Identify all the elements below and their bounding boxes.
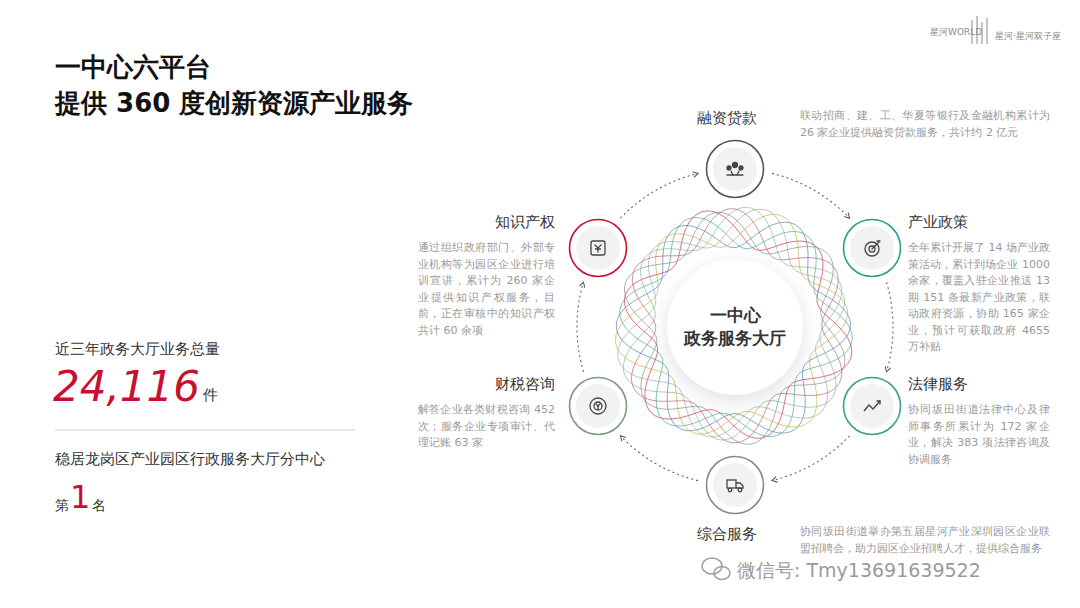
wave-ring bbox=[615, 214, 847, 434]
wave-rings bbox=[615, 207, 852, 444]
service-circle: 综合服务协同坂田街道举办第五届星河产业深圳园区企业联盟招聘会，助力园区企业招聘人… bbox=[705, 455, 765, 515]
service-description: 通过组织政府部门、外部专业机构等为园区企业进行培训宣讲，累计为 260 家企业提… bbox=[418, 240, 555, 339]
wave-ring bbox=[620, 217, 852, 436]
cycle-arrow bbox=[772, 173, 850, 218]
divider-line bbox=[55, 430, 355, 431]
service-icon bbox=[865, 241, 880, 256]
rank-suffix: 名 bbox=[92, 497, 106, 515]
circle-outline bbox=[568, 376, 628, 436]
wave-ring bbox=[616, 222, 850, 433]
center-text: 政务服务大厅 bbox=[684, 327, 786, 350]
service-icon bbox=[727, 163, 743, 176]
stat-caption: 近三年政务大厅业务总量 bbox=[55, 340, 220, 359]
service-description: 解答企业各类财税咨询 452 次；服务企业专项审计、代理记账 63 家 bbox=[418, 402, 555, 452]
watermark: 微信号: Tmy13691639522 bbox=[737, 558, 981, 584]
service-heading: 财税咨询 bbox=[455, 374, 555, 394]
service-heading: 知识产权 bbox=[455, 212, 555, 232]
service-heading: 综合服务 bbox=[697, 524, 757, 544]
cycle-arrow bbox=[577, 282, 583, 372]
circle-outline bbox=[705, 455, 765, 515]
service-circle: 财税咨询解答企业各类财税咨询 452 次；服务企业专项审计、代理记账 63 家 bbox=[568, 376, 628, 436]
wechat-icon bbox=[702, 558, 730, 580]
stat-number: 24,116 bbox=[53, 362, 200, 411]
service-circle: 法律服务协同坂田街道法律中心及律师事务所累计为 172 家企业，解决 383 项… bbox=[842, 376, 902, 436]
cycle-arrow bbox=[887, 282, 893, 372]
service-description: 协同坂田街道举办第五届星河产业深圳园区企业联盟招聘会，助力园区企业招聘人才，提供… bbox=[800, 524, 1050, 557]
rank-prefix: 第 bbox=[55, 497, 69, 515]
wave-ring bbox=[623, 207, 841, 440]
center-text: 一中心 bbox=[710, 304, 761, 327]
cycle-arrow bbox=[620, 436, 698, 481]
wave-ring bbox=[624, 212, 844, 444]
circle-outline bbox=[705, 139, 765, 199]
circle-outline bbox=[568, 218, 628, 278]
service-icon bbox=[590, 398, 606, 414]
service-circle: 产业政策全年累计开展了 14 场产业政策活动，累计到场企业 1000 余家，覆盖… bbox=[842, 218, 902, 278]
circle-outline bbox=[842, 376, 902, 436]
subtitle: 提供 360 度创新资源产业服务 bbox=[55, 86, 413, 121]
logo-text: 星河WORLD bbox=[930, 26, 982, 39]
service-circle: 融资贷款联动招商、建、工、华夏等银行及金融机构累计为 26 家企业提供融资贷款服… bbox=[705, 139, 765, 199]
center-circle: 一中心政务服务大厅 bbox=[667, 259, 803, 395]
service-heading: 融资贷款 bbox=[697, 108, 757, 128]
stat-unit: 件 bbox=[203, 386, 218, 405]
stat-caption: 稳居龙岗区产业园区行政服务大厅分中心 bbox=[55, 450, 325, 469]
cycle-arrow bbox=[620, 173, 698, 218]
service-circle: 知识产权通过组织政府部门、外部专业机构等为园区企业进行培训宣讲，累计为 260 … bbox=[568, 218, 628, 278]
service-description: 协同坂田街道法律中心及律师事务所累计为 172 家企业，解决 383 项法律咨询… bbox=[908, 402, 1050, 468]
title: 一中心六平台 bbox=[55, 50, 211, 85]
service-icon bbox=[591, 241, 605, 255]
cycle-arrow bbox=[772, 436, 850, 481]
service-heading: 产业政策 bbox=[908, 212, 968, 232]
logo-text: 星河·星河双子座 bbox=[995, 30, 1061, 43]
service-description: 联动招商、建、工、华夏等银行及金融机构累计为 26 家企业提供融资贷款服务，共计… bbox=[800, 108, 1050, 141]
rank-number: 1 bbox=[70, 478, 90, 516]
service-description: 全年累计开展了 14 场产业政策活动，累计到场企业 1000 余家，覆盖入驻企业… bbox=[908, 240, 1050, 356]
wave-ring bbox=[631, 209, 841, 443]
service-heading: 法律服务 bbox=[908, 374, 968, 394]
service-icon bbox=[864, 401, 880, 411]
circle-outline bbox=[842, 218, 902, 278]
service-icon bbox=[727, 480, 743, 492]
